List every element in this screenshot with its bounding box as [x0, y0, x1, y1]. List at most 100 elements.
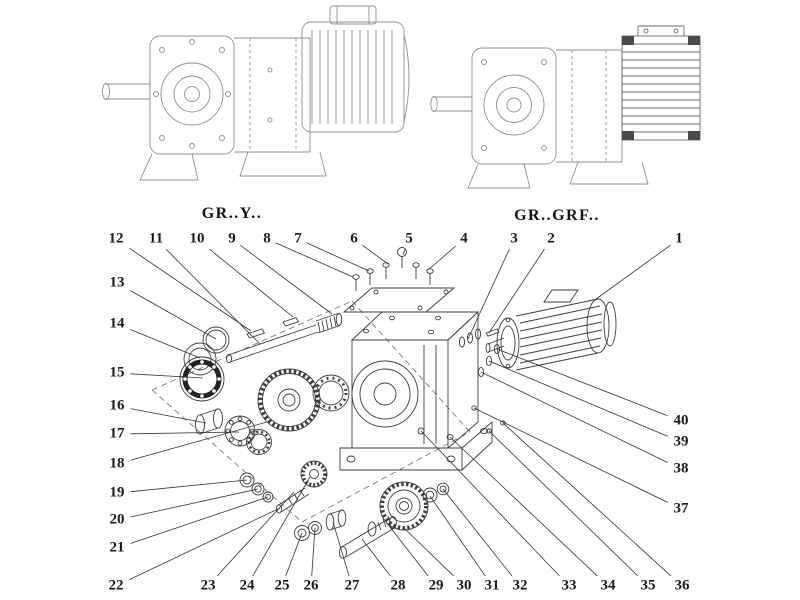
leader-line-13 [130, 290, 217, 340]
leader-line-1 [595, 244, 671, 300]
part-number-36: 36 [674, 577, 690, 594]
part-number-3: 3 [510, 230, 518, 247]
part-number-16: 16 [109, 397, 125, 414]
part-number-21: 21 [109, 539, 125, 556]
leader-line-12 [129, 247, 252, 332]
housing-cover-plate [342, 287, 456, 313]
leader-line-26 [311, 527, 316, 576]
leader-line-16 [130, 408, 207, 424]
leader-line-10 [209, 248, 294, 318]
motor-key [485, 328, 500, 337]
assembled-view-gr-y-drawing [102, 5, 410, 181]
alignment-dashed-lines [151, 300, 471, 523]
part-number-11: 11 [148, 230, 164, 247]
part-number-20: 20 [109, 511, 125, 528]
part-number-39: 39 [673, 433, 689, 450]
leader-line-37 [473, 407, 668, 503]
leader-line-33 [420, 430, 560, 577]
leader-line-40 [496, 348, 668, 417]
output-shaft [338, 515, 397, 559]
leader-line-7 [306, 242, 370, 272]
leader-line-17 [130, 431, 240, 435]
leader-line-6 [362, 244, 389, 265]
leader-line-2 [488, 248, 545, 334]
leader-line-14 [130, 329, 201, 359]
leader-line-21 [130, 496, 269, 544]
leader-line-28 [361, 538, 391, 577]
part-number-19: 19 [109, 484, 125, 501]
leader-line-35 [488, 430, 638, 577]
variant-title-gr-grf: GR..GRF.. [514, 207, 600, 224]
pinion-shaft [275, 460, 328, 514]
shaft-key-1 [246, 328, 266, 339]
gear-housing [339, 310, 506, 471]
leader-line-25 [285, 532, 303, 577]
part-number-10: 10 [189, 230, 205, 247]
part-number-1: 1 [675, 230, 683, 247]
part-number-12: 12 [108, 230, 124, 247]
part-number-32: 32 [512, 577, 528, 594]
leader-line-4 [427, 245, 456, 271]
part-number-9: 9 [228, 230, 236, 247]
leader-line-36 [502, 422, 672, 577]
leader-line-15 [130, 373, 204, 379]
part-number-18: 18 [109, 455, 125, 472]
assembled-view-gr-grf-drawing [430, 25, 701, 189]
leader-line-23 [216, 491, 295, 577]
part-number-25: 25 [274, 577, 290, 594]
part-number-29: 29 [428, 577, 444, 594]
part-number-4: 4 [460, 230, 468, 247]
ball-bearing-2 [246, 429, 272, 455]
part-number-33: 33 [561, 577, 577, 594]
leader-line-9 [240, 244, 333, 315]
part-number-13: 13 [109, 274, 125, 291]
part-number-30: 30 [456, 577, 472, 594]
electric-motor [485, 289, 617, 371]
leader-line-30 [402, 526, 454, 577]
part-number-8: 8 [263, 230, 271, 247]
leader-line-31 [429, 495, 486, 577]
sealed-bearing [179, 356, 225, 402]
leader-line-3 [467, 248, 510, 340]
variant-title-gr-y: GR..Y.. [201, 205, 263, 222]
small-washers [239, 472, 274, 503]
leader-line-8 [275, 242, 354, 278]
leader-line-20 [130, 488, 259, 518]
shaft-key-2 [282, 317, 300, 327]
leader-line-18 [130, 421, 268, 461]
part-number-28: 28 [390, 577, 406, 594]
input-shaft [225, 313, 343, 364]
retaining-ring [202, 326, 230, 354]
motor-shaft-parts [458, 328, 501, 378]
part-number-22: 22 [108, 577, 124, 594]
leader-line-27 [332, 521, 350, 577]
part-number-35: 35 [640, 577, 656, 594]
leader-line-32 [442, 488, 513, 577]
part-number-23: 23 [200, 577, 216, 594]
spacer-sleeve [195, 408, 223, 435]
part-number-24: 24 [239, 577, 255, 594]
part-number-31: 31 [484, 577, 500, 594]
part-number-5: 5 [405, 230, 413, 247]
leader-line-24 [252, 476, 311, 577]
callout-leader-lines [129, 242, 672, 580]
bushing [325, 509, 347, 531]
part-number-7: 7 [294, 230, 302, 247]
part-number-37: 37 [673, 500, 689, 517]
part-number-17: 17 [109, 425, 125, 442]
exploded-view-drawing [151, 247, 617, 559]
part-number-26: 26 [303, 577, 319, 594]
shim-washers [294, 521, 322, 541]
part-number-6: 6 [350, 230, 358, 247]
leader-line-34 [449, 436, 598, 577]
part-number-2: 2 [547, 230, 555, 247]
leader-line-22 [129, 507, 281, 580]
part-number-34: 34 [600, 577, 616, 594]
part-number-38: 38 [673, 460, 689, 477]
leader-line-5 [402, 248, 406, 256]
part-number-15: 15 [109, 364, 125, 381]
large-gear [257, 368, 321, 432]
leader-line-38 [480, 371, 668, 463]
